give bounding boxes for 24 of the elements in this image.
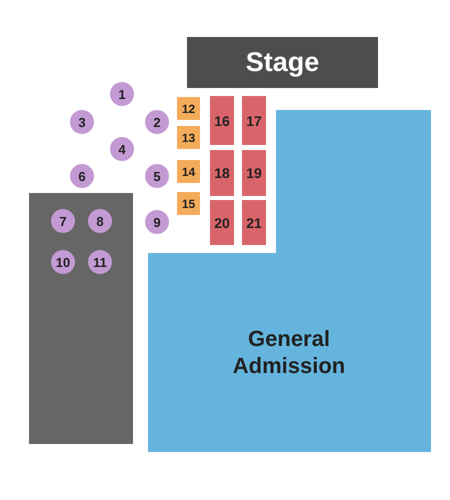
table-circle: 4 — [110, 137, 134, 161]
area-label: General Admission — [232, 325, 346, 379]
seat-section: 18 — [210, 150, 234, 196]
seat-section: 16 — [210, 96, 234, 145]
seat-section: 19 — [242, 150, 266, 196]
seat-section: 12 — [177, 97, 200, 120]
seat-section: 20 — [210, 200, 234, 245]
table-circle: 8 — [88, 209, 112, 233]
floor-area — [29, 193, 133, 444]
table-circle: 6 — [70, 164, 94, 188]
table-circle: 5 — [145, 164, 169, 188]
table-circle: 1 — [110, 82, 134, 106]
table-circle: 11 — [88, 250, 112, 274]
seat-section: 17 — [242, 96, 266, 145]
seat-section: 15 — [177, 192, 200, 215]
stage-block: Stage — [187, 37, 378, 88]
table-circle: 9 — [145, 210, 169, 234]
table-circle: 2 — [145, 110, 169, 134]
table-circle: 10 — [51, 250, 75, 274]
seat-section: 14 — [177, 160, 200, 183]
table-circle: 3 — [70, 110, 94, 134]
table-circle: 7 — [51, 209, 75, 233]
seat-section: 13 — [177, 126, 200, 149]
seat-section: 21 — [242, 200, 266, 245]
